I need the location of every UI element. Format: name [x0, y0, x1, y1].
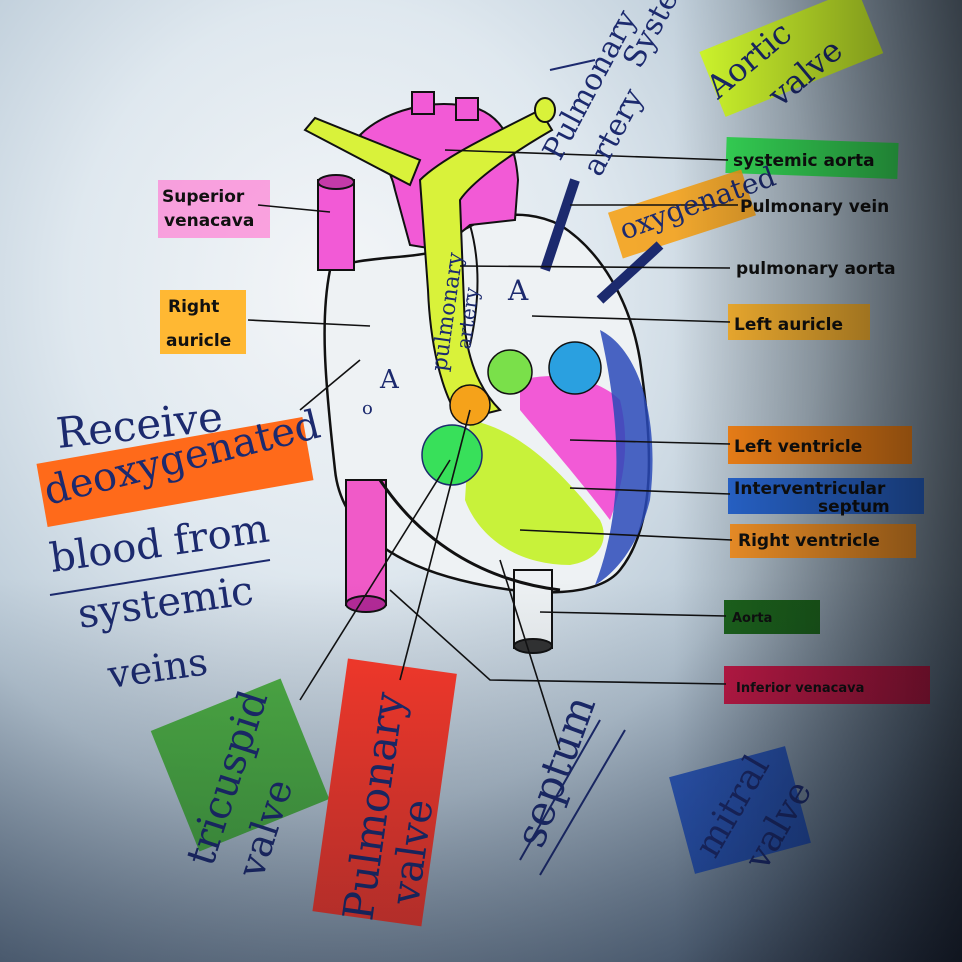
label-left-auricle: Left auricle — [734, 315, 843, 335]
leader-aorta — [540, 612, 726, 616]
superior-vena-cava — [318, 180, 354, 270]
label-interventricular-1: Interventricular — [734, 479, 886, 499]
label-left-ventricle: Left ventricle — [734, 437, 862, 457]
aortic-branch-1 — [412, 92, 434, 114]
label-pulmonary-vein: Pulmonary vein — [740, 197, 889, 217]
note-receive-4: systemic — [75, 568, 256, 638]
pulmonary-valve-shape — [450, 385, 490, 425]
aortic-branch-2 — [456, 98, 478, 120]
label-superior-venacava-2: venacava — [164, 211, 254, 231]
ivc-opening — [346, 596, 386, 612]
note-septum: septum — [505, 689, 605, 853]
leader-inferior-venacava — [390, 590, 726, 684]
label-inferior-venacava: Inferior venacava — [736, 681, 864, 696]
chamber-right-atrium-letter: A — [379, 365, 400, 395]
svc-opening — [318, 175, 354, 189]
label-right-auricle-2: auricle — [166, 331, 231, 351]
chamber-left-atrium-letter: A — [507, 274, 529, 307]
label-interventricular-2: septum — [818, 497, 890, 517]
label-right-ventricle: Right ventricle — [738, 531, 880, 551]
tricuspid-valve-shape — [422, 425, 482, 485]
label-pulmonary-aorta: pulmonary aorta — [736, 259, 896, 279]
note-receive-5: veins — [104, 639, 210, 697]
note-systemic-top: Systemic — [616, 0, 711, 74]
label-aorta: Aorta — [732, 611, 772, 626]
label-superior-venacava-1: Superior — [162, 187, 245, 207]
mitral-valve-shape — [549, 342, 601, 394]
label-right-auricle-1: Right — [168, 297, 219, 317]
lower-aorta-opening — [514, 639, 552, 653]
chamber-right-atrium-mark: o — [362, 398, 373, 419]
inferior-vena-cava — [346, 480, 386, 605]
aortic-valve-shape — [488, 350, 532, 394]
